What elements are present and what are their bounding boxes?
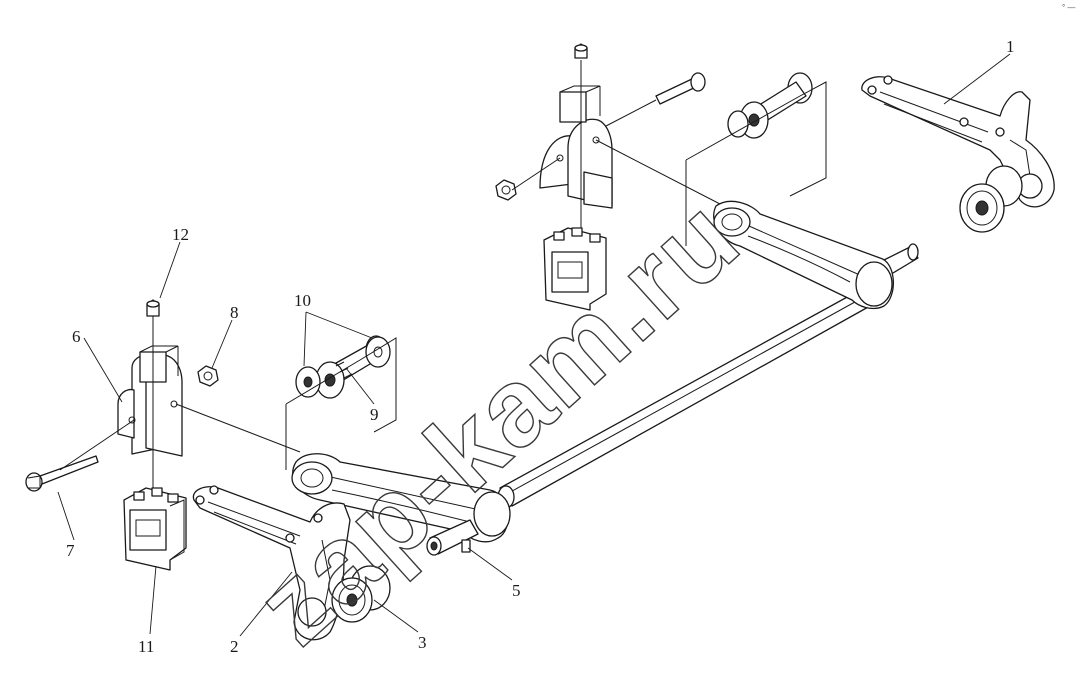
leader-lines (57, 53, 1011, 637)
bolt-part-12 (146, 299, 160, 332)
callout-10: 10 (294, 291, 311, 310)
bolt-long-right (655, 72, 706, 105)
mounting-bracket-right (539, 60, 613, 232)
stabilizer-arm-left (291, 453, 511, 543)
corner-mark: ° — (1062, 3, 1075, 12)
callout-7: 7 (66, 541, 75, 560)
callout-12: 12 (172, 225, 189, 244)
callout-1: 1 (1006, 37, 1015, 56)
bolt-top-right (574, 43, 588, 59)
callout-5: 5 (512, 581, 521, 600)
callout-6: 6 (72, 327, 81, 346)
nut-right (495, 179, 517, 201)
callout-8: 8 (230, 303, 239, 322)
callout-9: 9 (370, 405, 379, 424)
link-pin-part-5 (426, 519, 479, 556)
mounting-bracket-part-6 (117, 330, 183, 490)
clamp-bracket-part-11 (123, 487, 187, 571)
callout-labels: 1 2 3 5 6 7 8 9 10 11 12 (66, 37, 1015, 656)
stabilizer-arm-right (713, 200, 895, 310)
clamp-bracket-right (543, 227, 607, 311)
bushing-part-3 (331, 565, 391, 623)
bolt-part-7 (25, 455, 99, 492)
nut-part-8 (197, 365, 219, 387)
callout-11: 11 (138, 637, 154, 656)
stabilizer-bar (497, 243, 919, 509)
watermark-text: zap-kam.ru (234, 174, 763, 667)
bushing-right (959, 165, 1023, 233)
bushing-assembly-right (727, 72, 813, 139)
assembly-guides-left (59, 337, 397, 471)
bracket-part-1 (861, 75, 1055, 208)
washer-part-10a (295, 366, 321, 398)
bracket-part-2 (192, 485, 351, 641)
callout-3: 3 (418, 633, 427, 652)
callout-2: 2 (230, 637, 239, 656)
assembly-guides-right (511, 81, 827, 246)
washer-part-10b (365, 336, 391, 368)
